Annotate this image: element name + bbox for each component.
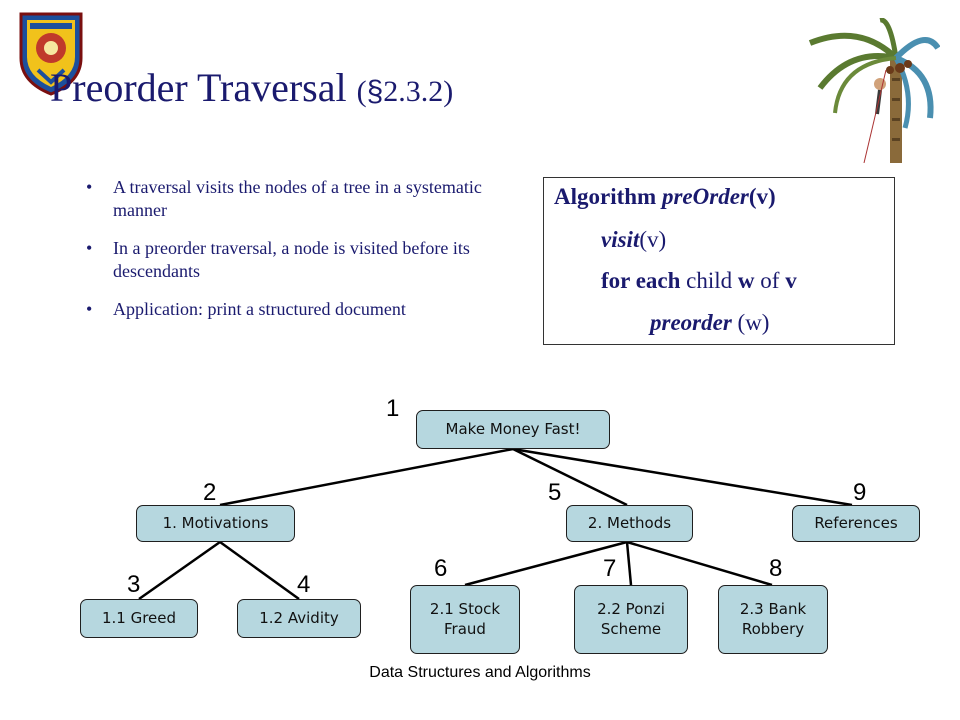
institution-logo [19,12,83,96]
visit-order-bank: 8 [769,555,783,582]
algorithm-header: Algorithm preOrder(v) [554,184,776,209]
visit-order-motivations: 2 [203,479,217,506]
visit-order-ponzi: 7 [603,555,617,582]
edge-methods-ponzi [625,541,633,586]
tree-node-references: References [792,505,920,542]
palm-tree-illustration [808,18,940,163]
edge-root-motivations [219,447,514,507]
tree-node-motivations: 1. Motivations [136,505,295,542]
footer-text: Data Structures and Algorithms [369,664,591,681]
visit-order-references: 9 [853,479,867,506]
edge-root-methods [512,447,628,507]
algorithm-line-preorder: preorder (w) [650,310,770,335]
visit-order-avidity: 4 [297,571,311,598]
tree-node-bank-robbery: 2.3 Bank Robbery [718,585,828,654]
edge-motivations-avidity [219,540,300,601]
algorithm-line-for: for each child w of v [601,268,797,293]
bullet-list: A traversal visits the nodes of a tree i… [86,176,526,335]
algorithm-line-visit: visit(v) [601,227,667,252]
tree-node-ponzi-scheme: 2.2 Ponzi Scheme [574,585,688,654]
visit-order-greed: 3 [127,571,141,598]
visit-order-methods: 5 [548,479,562,506]
edge-root-references [512,447,853,507]
slide-title: Preorder Traversal (§2.3.2) [50,65,454,110]
tree-node-methods: 2. Methods [566,505,693,542]
tree-node-greed: 1.1 Greed [80,599,198,638]
tree-node-root: Make Money Fast! [416,410,610,449]
bullet-item: A traversal visits the nodes of a tree i… [86,176,526,223]
edge-methods-bank [626,540,773,587]
tree-node-stock-fraud: 2.1 Stock Fraud [410,585,520,654]
edge-methods-stock [464,540,628,587]
bullet-item: In a preorder traversal, a node is visit… [86,237,526,284]
algorithm-box: Algorithm preOrder(v) visit(v) for each … [543,177,895,345]
tree-node-avidity: 1.2 Avidity [237,599,361,638]
visit-order-stock: 6 [434,555,448,582]
edge-motivations-greed [138,540,221,601]
bullet-item: Application: print a structured document [86,298,526,322]
visit-order-root: 1 [386,395,400,422]
